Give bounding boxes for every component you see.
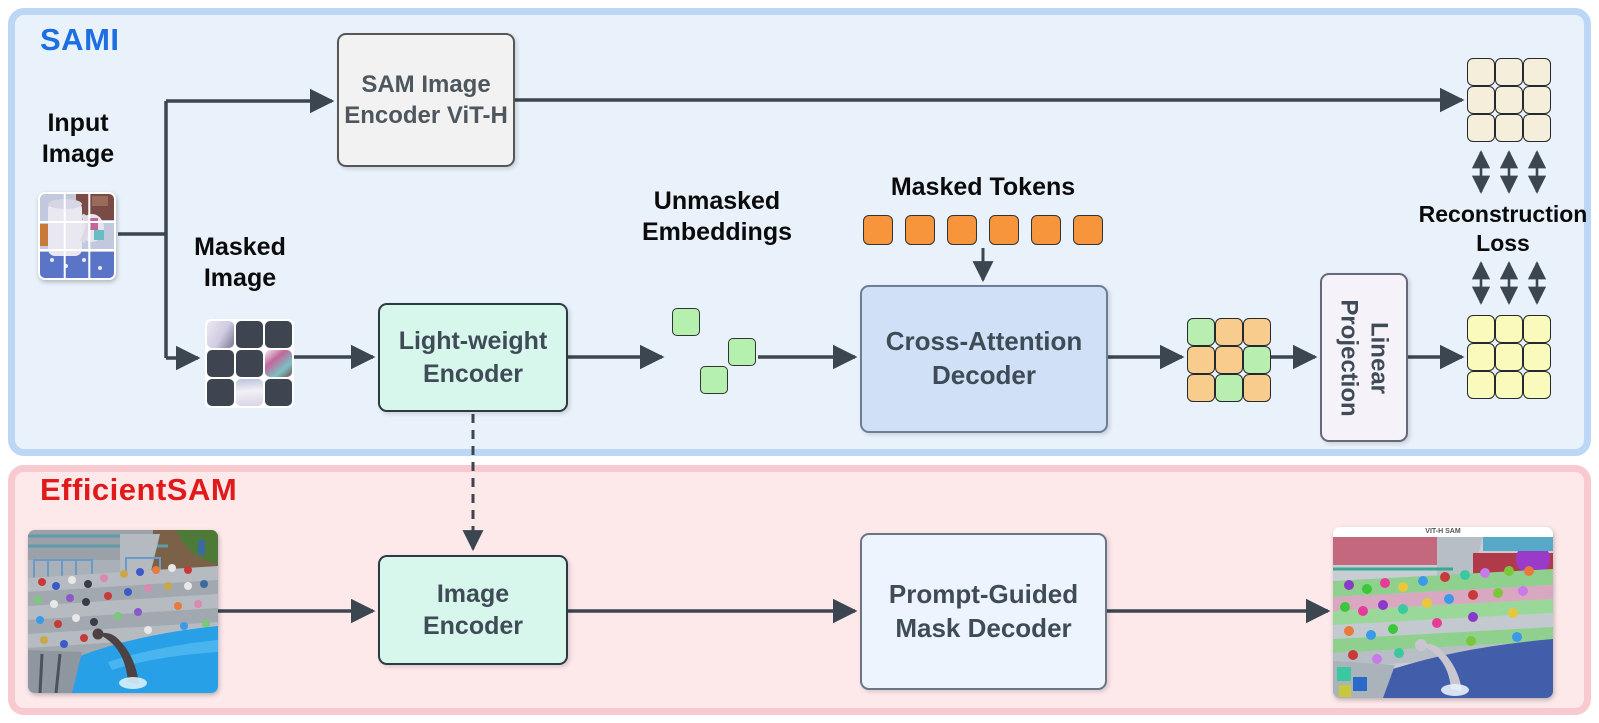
cross-attention-decoder-box: Cross-Attention Decoder	[860, 285, 1108, 433]
masked-image-cell	[207, 321, 234, 348]
masked-image-thumbnail	[205, 319, 294, 408]
target-feature-cell	[1523, 86, 1551, 114]
sami-panel-title: SAMI	[40, 22, 120, 57]
projected-feature-cell	[1467, 343, 1495, 371]
decoder-output-cell	[1187, 318, 1215, 346]
segmented-photo-graphic	[1333, 537, 1553, 698]
linear-projection-box: Linear Projection	[1320, 273, 1408, 442]
masked-image-cell	[236, 350, 263, 377]
projected-feature-cell	[1523, 371, 1551, 399]
decoder-output-cell	[1243, 374, 1271, 402]
unmasked-embeddings-squares	[672, 308, 758, 396]
masked-tokens-label: Masked Tokens	[890, 173, 1076, 201]
projected-feature-cell	[1523, 343, 1551, 371]
masked-image-cell	[265, 379, 292, 406]
target-feature-cell	[1467, 58, 1495, 86]
unmasked-embedding-square	[728, 338, 756, 366]
target-feature-cell	[1523, 58, 1551, 86]
input-image-label: Input Image	[41, 109, 115, 169]
masked-image-label: Masked Image	[194, 233, 286, 293]
sealion-photo-graphic	[28, 530, 218, 693]
target-feature-cell	[1495, 86, 1523, 114]
decoder-output-grid	[1187, 318, 1271, 402]
projected-feature-cell	[1495, 315, 1523, 343]
unmasked-embeddings-label: Unmasked Embeddings	[641, 187, 792, 247]
decoder-output-cell	[1243, 318, 1271, 346]
decoder-output-cell	[1215, 318, 1243, 346]
reconstruction-loss-label: Reconstruction Loss	[1418, 201, 1588, 256]
target-feature-cell	[1523, 114, 1551, 142]
efficientsam-output-photo: VIT-H SAM	[1333, 527, 1553, 698]
masked-tokens-row	[863, 215, 1103, 245]
efficientsam-input-photo	[28, 530, 218, 693]
decoder-output-cell	[1243, 346, 1271, 374]
decoder-output-cell	[1215, 374, 1243, 402]
projected-feature-cell	[1523, 315, 1551, 343]
sam-image-encoder-vith-box: SAM Image Encoder ViT-H	[337, 33, 515, 167]
target-feature-cell	[1467, 86, 1495, 114]
mug-photo-graphic	[40, 194, 114, 278]
output-photo-caption: VIT-H SAM	[1425, 528, 1461, 535]
decoder-output-cell	[1187, 346, 1215, 374]
masked-image-cell	[236, 379, 263, 406]
masked-token-square	[989, 215, 1019, 245]
projected-feature-cell	[1495, 343, 1523, 371]
masked-image-cell	[207, 379, 234, 406]
efficientsam-panel-title: EfficientSAM	[40, 472, 238, 507]
projected-feature-cell	[1495, 371, 1523, 399]
projected-feature-cell	[1467, 315, 1495, 343]
image-encoder-box: Image Encoder	[378, 555, 568, 665]
projected-feature-cell	[1467, 371, 1495, 399]
prompt-guided-mask-decoder-box: Prompt-Guided Mask Decoder	[860, 533, 1107, 690]
lightweight-encoder-box: Light-weight Encoder	[378, 303, 568, 412]
decoder-output-cell	[1215, 346, 1243, 374]
sam-target-feature-grid	[1467, 58, 1551, 142]
masked-token-square	[863, 215, 893, 245]
unmasked-embedding-square	[700, 366, 728, 394]
masked-token-square	[905, 215, 935, 245]
masked-token-square	[1031, 215, 1061, 245]
target-feature-cell	[1467, 114, 1495, 142]
input-image-thumbnail	[38, 192, 116, 280]
masked-image-cell	[265, 350, 292, 377]
masked-image-cell	[207, 350, 234, 377]
masked-image-cell	[236, 321, 263, 348]
target-feature-cell	[1495, 58, 1523, 86]
masked-token-square	[1073, 215, 1103, 245]
masked-image-cell	[265, 321, 292, 348]
efficientsam-panel	[8, 465, 1591, 715]
decoder-output-cell	[1187, 374, 1215, 402]
projected-feature-grid	[1467, 315, 1551, 399]
target-feature-cell	[1495, 114, 1523, 142]
unmasked-embedding-square	[672, 308, 700, 336]
masked-token-square	[947, 215, 977, 245]
